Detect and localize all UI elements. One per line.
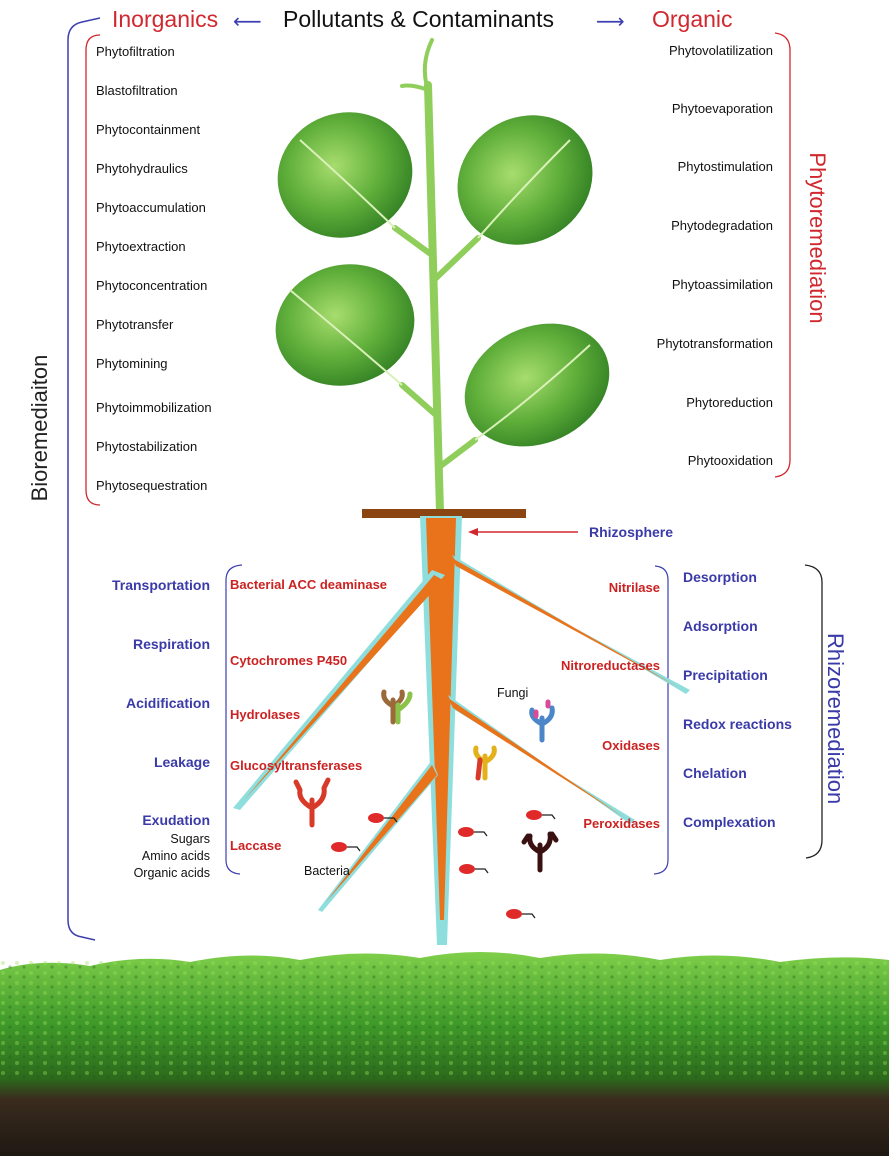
list-item: Phytoevaporation [672, 101, 773, 116]
exudate-item: Amino acids [142, 849, 210, 863]
list-item: Phytoimmobilization [96, 400, 212, 415]
list-item: Oxidases [602, 738, 660, 753]
list-item: Chelation [683, 765, 747, 781]
list-item: Leakage [154, 754, 210, 770]
list-item: Transportation [112, 577, 210, 593]
arrow-right-icon: ⟶ [596, 9, 625, 34]
list-item: Hydrolases [230, 707, 300, 722]
exudate-item: Organic acids [134, 866, 210, 880]
arrow-left-icon: ⟵ [233, 9, 262, 34]
list-item: Peroxidases [583, 816, 660, 831]
stem [395, 40, 478, 512]
list-item: Phytodegradation [671, 218, 773, 233]
phytoremediation-bracket [775, 33, 790, 477]
list-item: Precipitation [683, 667, 768, 683]
list-item: Glucosyltransferases [230, 758, 362, 773]
list-item: Phytocontainment [96, 122, 200, 137]
list-item: Respiration [133, 636, 210, 652]
list-item: Phytohydraulics [96, 161, 188, 176]
leaves [260, 89, 630, 469]
list-item: Acidification [126, 695, 210, 711]
list-item: Phytosequestration [96, 478, 207, 493]
list-item: Phytomining [96, 356, 168, 371]
list-item: Laccase [230, 838, 281, 853]
list-item: Phytotransfer [96, 317, 173, 332]
rhizoremediation-bracket [805, 565, 822, 858]
inorganics-bracket [86, 35, 100, 505]
list-item: Desorption [683, 569, 757, 585]
list-item: Phytoreduction [686, 395, 773, 410]
list-item: Redox reactions [683, 716, 792, 732]
bacteria-label: Bacteria [304, 864, 350, 878]
inorganics-label: Inorganics [112, 6, 218, 33]
list-item: Phytooxidation [688, 453, 773, 468]
list-item: Nitroreductases [561, 658, 660, 673]
list-item: Phytoconcentration [96, 278, 207, 293]
soil-band [0, 952, 889, 1156]
list-item: Phytoextraction [96, 239, 186, 254]
exudate-item: Sugars [170, 832, 210, 846]
list-item: Phytotransformation [657, 336, 773, 351]
list-item: Phytoassimilation [672, 277, 773, 292]
rhizosphere-label: Rhizosphere [589, 524, 673, 540]
list-item: Phytoaccumulation [96, 200, 206, 215]
list-item: Blastofiltration [96, 83, 178, 98]
list-item: Cytochromes P450 [230, 653, 347, 668]
list-item: Phytostabilization [96, 439, 197, 454]
list-item: Nitrilase [609, 580, 660, 595]
organic-label: Organic [652, 6, 733, 33]
phytoremediation-label: Phytoremediation [804, 148, 830, 328]
list-item: Exudation [142, 812, 210, 828]
list-item: Bacterial ACC deaminase [230, 577, 387, 592]
list-item: Complexation [683, 814, 776, 830]
list-item: Adsorption [683, 618, 758, 634]
list-item: Phytofiltration [96, 44, 175, 59]
bioremediation-label: Bioremediaiton [27, 348, 53, 508]
pollutants-title: Pollutants & Contaminants [283, 6, 554, 33]
fungi-label: Fungi [497, 686, 528, 700]
rhizoremediation-label: Rhizoremediation [822, 633, 848, 793]
list-item: Phytostimulation [678, 159, 773, 174]
list-item: Phytovolatilization [669, 43, 773, 58]
